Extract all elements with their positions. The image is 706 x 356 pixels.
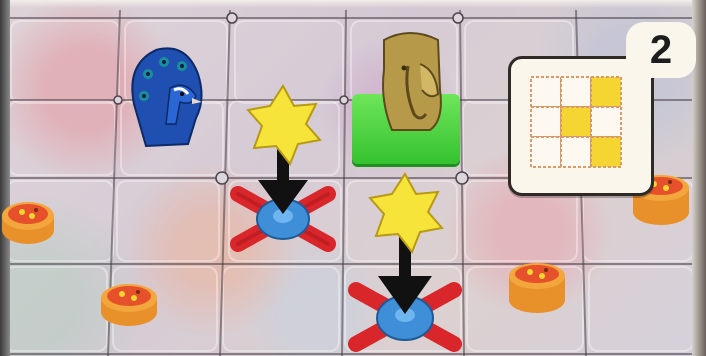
pattern-cell-empty [591, 107, 621, 137]
board-tile [588, 266, 694, 352]
board-tile [10, 20, 120, 104]
board-tile [222, 266, 340, 352]
board-tile [8, 100, 116, 176]
board-tile [4, 266, 108, 352]
yellow-star-token-icon [248, 86, 320, 164]
peacock-token-icon[interactable] [126, 44, 206, 150]
elephant-head-token-icon[interactable] [374, 30, 446, 134]
board-frame-left [0, 0, 10, 356]
move-indicator-1 [218, 84, 348, 254]
step-number: 2 [650, 30, 672, 70]
pattern-cell-empty [531, 107, 561, 137]
board-frame-top [0, 0, 706, 8]
pattern-cell-empty [531, 137, 561, 167]
step-number-badge: 2 [626, 22, 696, 78]
pattern-cell-filled [591, 77, 621, 107]
board-tile [116, 180, 220, 262]
pattern-grid [511, 59, 651, 193]
pattern-cell-empty [561, 137, 591, 167]
orange-food-chip-icon[interactable] [506, 254, 568, 316]
move-indicator-2 [340, 172, 470, 352]
pattern-cell-empty [561, 77, 591, 107]
yellow-star-token-icon [370, 174, 442, 252]
orange-food-chip-icon[interactable] [98, 268, 160, 330]
pattern-cell-filled [561, 107, 591, 137]
orange-food-chip-icon[interactable] [0, 186, 62, 248]
pattern-cell-filled [591, 137, 621, 167]
pattern-cell-empty [531, 77, 561, 107]
pattern-card [508, 56, 654, 196]
